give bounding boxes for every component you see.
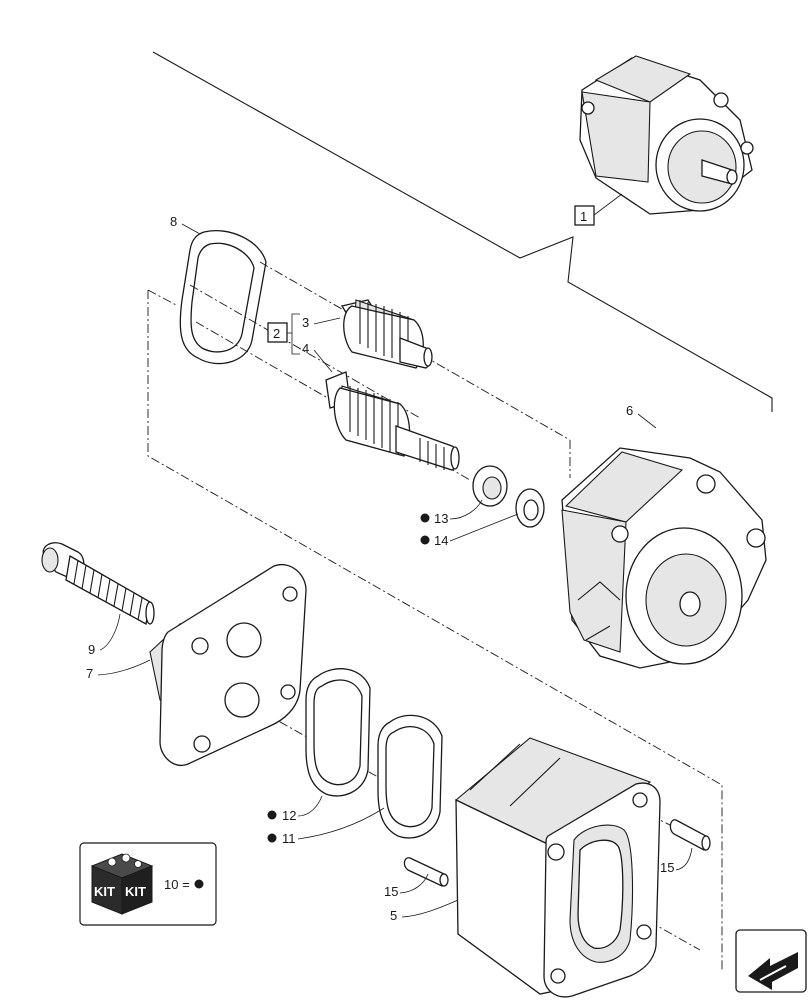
kit-marker-12 <box>267 810 277 820</box>
seal-ring-8 <box>179 230 267 365</box>
callout-15-left: 15 <box>384 884 398 899</box>
kit-word-left: KIT <box>94 884 115 899</box>
kit-marker-13 <box>420 513 430 523</box>
assembly-outline-dashed <box>147 290 723 970</box>
seal-12 <box>305 668 371 797</box>
dowel-pin-15-left <box>403 857 449 887</box>
pump-body-5 <box>454 737 661 998</box>
kit-marker-14 <box>420 535 430 545</box>
thin-washer-14 <box>515 488 545 528</box>
kit-word-right: KIT <box>125 884 146 899</box>
pump-assembly-1 <box>579 55 754 215</box>
callout-2: 2 <box>273 326 280 341</box>
seal-11 <box>377 714 443 839</box>
kit-legend-marker <box>194 879 204 889</box>
flange-plate-7 <box>149 564 307 767</box>
callout-5: 5 <box>390 908 397 923</box>
dowel-pin-15-right <box>669 819 711 851</box>
driven-gear-3 <box>340 299 433 369</box>
washer-13 <box>472 465 508 507</box>
callout-6: 6 <box>626 403 633 418</box>
callout-4: 4 <box>302 341 309 356</box>
kit-equation: 10 = <box>164 877 190 892</box>
kit-legend: KIT KIT 10 = <box>79 842 217 926</box>
assembly-bracket-line <box>152 51 773 412</box>
callout-1: 1 <box>580 209 587 224</box>
callout-14: 14 <box>434 533 448 548</box>
callout-7: 7 <box>86 666 93 681</box>
callout-12: 12 <box>282 808 296 823</box>
kit-box-icon: KIT KIT <box>90 853 154 915</box>
cover-housing-6 <box>561 447 767 669</box>
callout-box-2 <box>267 322 288 343</box>
callout-9: 9 <box>88 642 95 657</box>
callout-11: 11 <box>282 831 296 846</box>
callout-13: 13 <box>434 511 448 526</box>
bolt-9 <box>41 542 155 626</box>
kit-marker-11 <box>267 833 277 843</box>
callout-8: 8 <box>170 214 177 229</box>
callout-15-right: 15 <box>660 860 674 875</box>
callout-3: 3 <box>302 315 309 330</box>
callout-box-1 <box>574 205 595 226</box>
drive-gear-4 <box>325 371 460 471</box>
next-page-arrow-icon[interactable] <box>735 929 807 993</box>
